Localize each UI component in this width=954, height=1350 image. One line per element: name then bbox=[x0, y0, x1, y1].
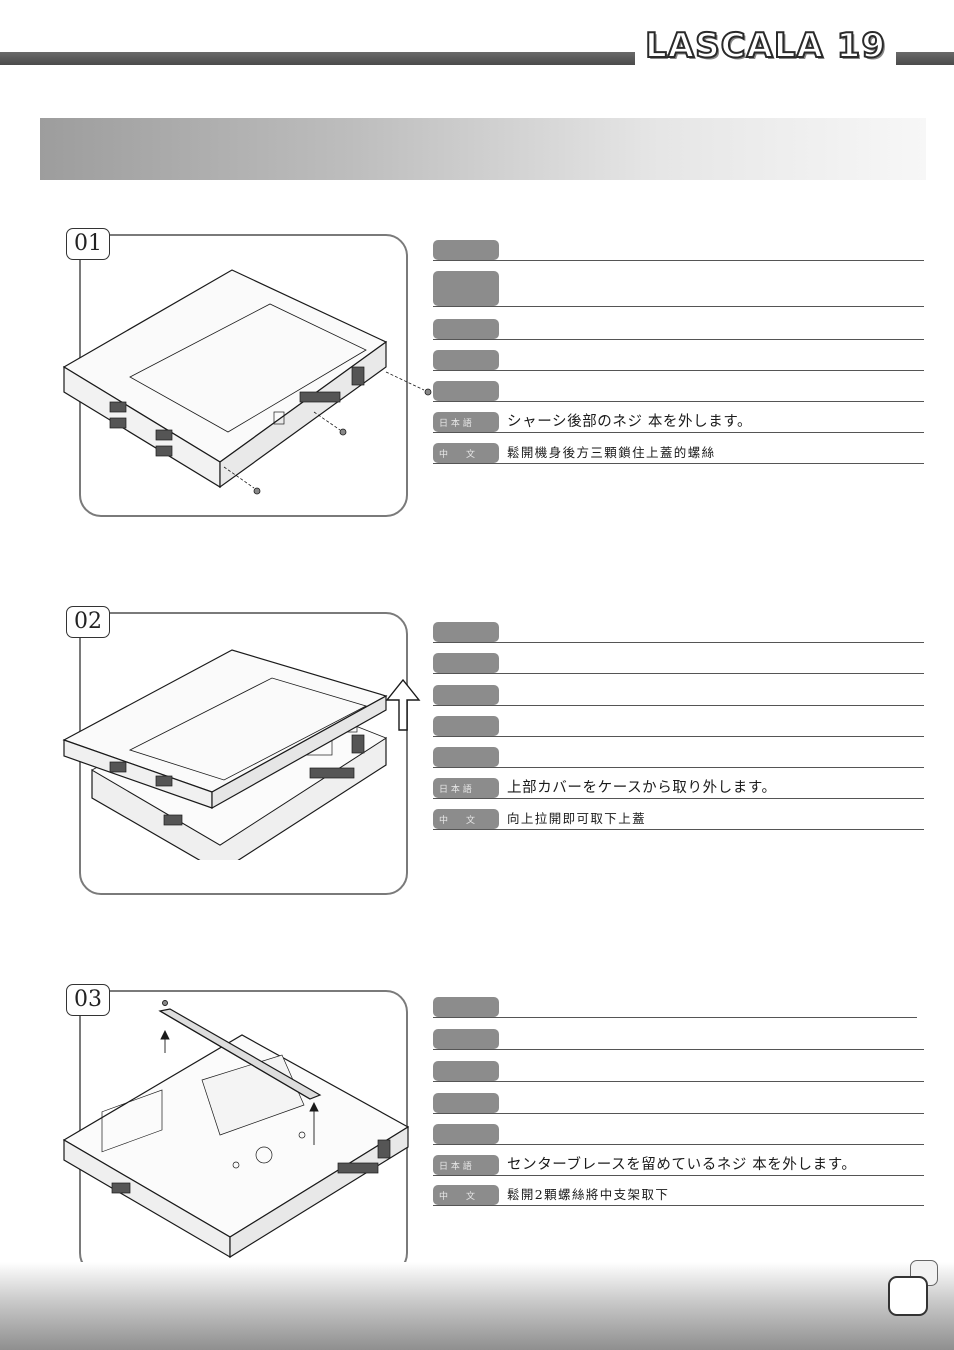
language-tab-japanese: 日 本 語 bbox=[433, 778, 499, 798]
language-tab bbox=[433, 1124, 499, 1144]
step-01-row-chinese: 中 文 鬆開機身後方三顆鎖住上蓋的螺絲 bbox=[433, 443, 924, 464]
step-01-chinese-text: 鬆開機身後方三顆鎖住上蓋的螺絲 bbox=[507, 445, 716, 460]
language-tab bbox=[433, 716, 499, 736]
step-01-row-1 bbox=[433, 240, 924, 261]
step-02-illustration bbox=[62, 649, 421, 860]
step-03-illustration bbox=[62, 1000, 410, 1259]
step-02-chinese-text: 向上拉開即可取下上蓋 bbox=[507, 811, 647, 826]
language-tab-chinese: 中 文 bbox=[433, 1185, 499, 1205]
step-03-row-1 bbox=[433, 997, 917, 1018]
step-02-row-japanese: 日 本 語 上部カバーをケースから取り外します。 bbox=[433, 778, 924, 799]
step-01-row-2 bbox=[433, 271, 924, 307]
language-tab bbox=[433, 685, 499, 705]
language-tab bbox=[433, 1029, 499, 1049]
step-01-row-4 bbox=[433, 350, 924, 371]
step-02-japanese-text: 上部カバーをケースから取り外します。 bbox=[507, 780, 777, 796]
step-03-chinese-text: 鬆開2顆螺絲將中支架取下 bbox=[507, 1187, 670, 1202]
language-tab bbox=[433, 653, 499, 673]
step-02-row-5 bbox=[433, 747, 924, 768]
step-01-illustration bbox=[62, 269, 432, 495]
language-tab bbox=[433, 747, 499, 767]
page-number-badge bbox=[888, 1276, 928, 1316]
step-02-row-chinese: 中 文 向上拉開即可取下上蓋 bbox=[433, 809, 924, 830]
step-03-row-chinese: 中 文 鬆開2顆螺絲將中支架取下 bbox=[433, 1185, 924, 1206]
language-tab-chinese: 中 文 bbox=[433, 443, 499, 463]
step-03-row-4 bbox=[433, 1093, 924, 1114]
section-banner bbox=[40, 118, 926, 180]
step-01-japanese-text: シャーシ後部のネジ 本を外します。 bbox=[507, 414, 753, 430]
step-03-row-3 bbox=[433, 1061, 924, 1082]
step-03-row-2 bbox=[433, 1029, 924, 1050]
language-tab bbox=[433, 319, 499, 339]
language-tab bbox=[433, 997, 499, 1017]
language-tab-japanese: 日 本 語 bbox=[433, 1155, 499, 1175]
language-tab-japanese: 日 本 語 bbox=[433, 412, 499, 432]
footer-gradient bbox=[0, 1262, 954, 1350]
step-02-row-1 bbox=[433, 622, 924, 643]
step-03-row-5 bbox=[433, 1124, 924, 1145]
step-02-row-4 bbox=[433, 716, 924, 737]
language-tab bbox=[433, 1061, 499, 1081]
language-tab bbox=[433, 271, 499, 306]
step-01-row-japanese: 日 本 語 シャーシ後部のネジ 本を外します。 bbox=[433, 412, 924, 433]
step-03-row-japanese: 日 本 語 センターブレースを留めているネジ 本を外します。 bbox=[433, 1155, 924, 1176]
language-tab bbox=[433, 350, 499, 370]
step-02-row-3 bbox=[433, 685, 924, 706]
step-01-number: 01 bbox=[66, 228, 110, 260]
brand-logo: LASCALA 19 bbox=[635, 25, 896, 67]
step-01-row-3 bbox=[433, 319, 924, 340]
language-tab bbox=[433, 622, 499, 642]
language-tab-chinese: 中 文 bbox=[433, 809, 499, 829]
step-02-number: 02 bbox=[66, 606, 110, 638]
step-01-row-5 bbox=[433, 381, 924, 402]
language-tab bbox=[433, 240, 499, 260]
language-tab bbox=[433, 381, 499, 401]
step-03-number: 03 bbox=[66, 984, 110, 1016]
step-03-japanese-text: センターブレースを留めているネジ 本を外します。 bbox=[507, 1157, 857, 1173]
step-02-row-2 bbox=[433, 653, 924, 674]
language-tab bbox=[433, 1093, 499, 1113]
